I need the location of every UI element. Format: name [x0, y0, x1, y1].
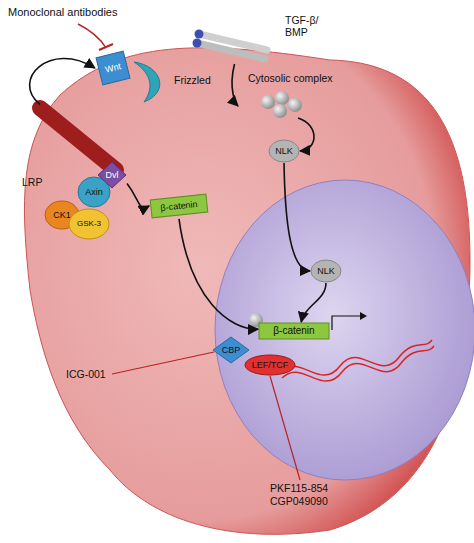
node-label: NLK [268, 139, 300, 163]
transcription-arrow [332, 316, 360, 330]
signal-arrow [179, 219, 258, 329]
inhibition-line [78, 24, 106, 48]
node-label: LEF/TCF [244, 354, 296, 376]
signal-arrow [127, 183, 149, 207]
dna-strand [280, 340, 432, 375]
frizzled-receptor: Frizzled [128, 60, 220, 104]
node-label: Dvl [97, 161, 127, 189]
node-label: β-catenin [258, 322, 330, 340]
tgf-receptor: TGF-β/ BMP [185, 8, 335, 64]
drug-label: CGP049090 [270, 495, 350, 507]
node-label: TGF-β/ BMP [285, 14, 333, 38]
lef-tcf-factor: LEF/TCF [244, 354, 296, 376]
drug-label: PKF115-854 [270, 482, 350, 494]
drug-label: Monoclonal antibodies [8, 6, 138, 18]
gsk3-protein: GSK-3 [68, 208, 110, 240]
node-label: Cytosolic complex [248, 72, 338, 84]
node-label: NLK [310, 259, 342, 283]
signal-arrow [232, 64, 238, 106]
drug-label: ICG-001 [66, 368, 126, 380]
node-label: GSK-3 [68, 208, 110, 240]
nlk-kinase: NLK [310, 259, 342, 283]
dna-strand [282, 346, 434, 381]
signal-arrow [284, 163, 310, 271]
signal-arrow [298, 118, 314, 151]
signal-arrow [301, 283, 326, 322]
arrow-head [360, 312, 367, 320]
nlk-kinase: NLK [268, 139, 300, 163]
node-label: LRP [22, 176, 62, 188]
inhibition-bar [99, 44, 113, 50]
node-label: CBP [212, 336, 250, 364]
leader-line [270, 376, 300, 480]
nucleus [215, 180, 474, 480]
dvl-protein: Dvl [97, 161, 127, 189]
cytosolic-complex: Cytosolic complex [238, 70, 338, 118]
signal-arrow [30, 58, 95, 104]
beta-catenin-box: β-catenin [258, 322, 330, 340]
leader-line [112, 352, 214, 374]
cbp-diamond: CBP [212, 336, 250, 364]
node-label: Frizzled [174, 74, 220, 86]
